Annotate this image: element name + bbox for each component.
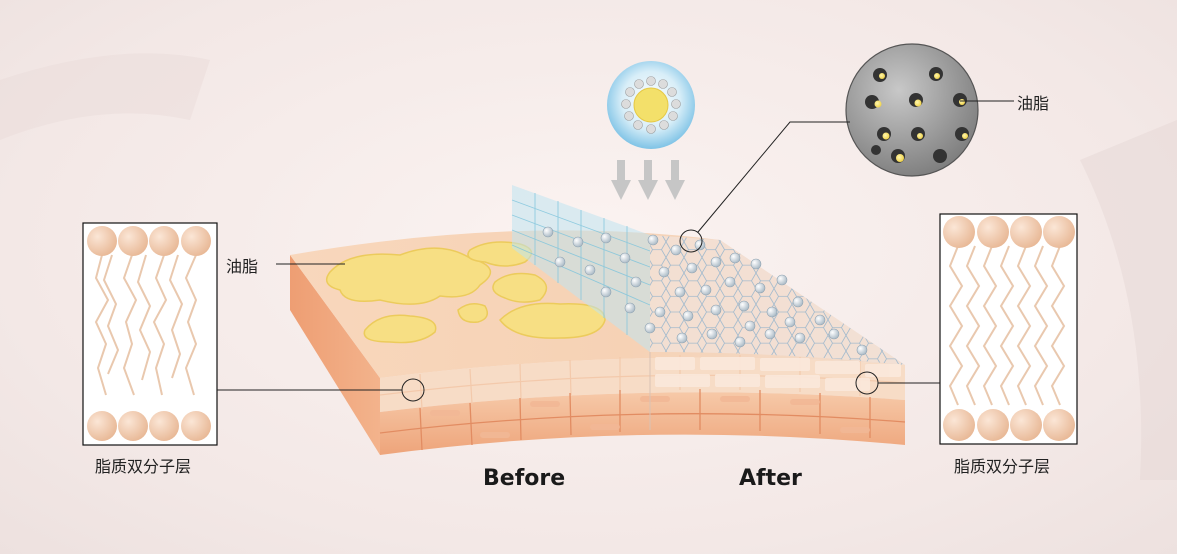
oil-patches [325, 241, 606, 344]
bilayer-label-right: 脂质双分子层 [954, 457, 1051, 476]
oil-patch-large [325, 247, 492, 305]
skin-front-lower-layer [380, 392, 905, 455]
before-label: Before [483, 466, 566, 491]
oil-absorption-zoom [845, 43, 979, 177]
particles [542, 226, 868, 356]
mesh-film [511, 185, 651, 352]
nano-capsule [607, 61, 695, 149]
oil-patch-bottom-left [363, 314, 437, 344]
down-arrows [611, 160, 685, 200]
arrow-down-icon [638, 160, 658, 200]
lower-cell-row [379, 389, 906, 451]
background-decor [0, 53, 1177, 480]
oil-label-left: 油脂 [226, 257, 259, 276]
callout-circle-top [679, 229, 703, 253]
skin-left-face [290, 255, 380, 455]
oil-patch-mid [492, 272, 548, 303]
callouts [217, 100, 1014, 402]
arrow-down-icon [611, 160, 631, 200]
lipid-bilayer-right [939, 213, 1078, 445]
oil-label-right: 油脂 [1017, 94, 1050, 113]
skin-front-upper-layer [380, 357, 905, 412]
after-label: After [739, 466, 802, 491]
oil-patch-small [457, 303, 489, 323]
oil-patch-bottom-right [499, 302, 606, 339]
arrow-down-icon [665, 160, 685, 200]
bilayer-label-left: 脂质双分子层 [95, 457, 192, 476]
lipid-bilayer-left [82, 222, 218, 446]
